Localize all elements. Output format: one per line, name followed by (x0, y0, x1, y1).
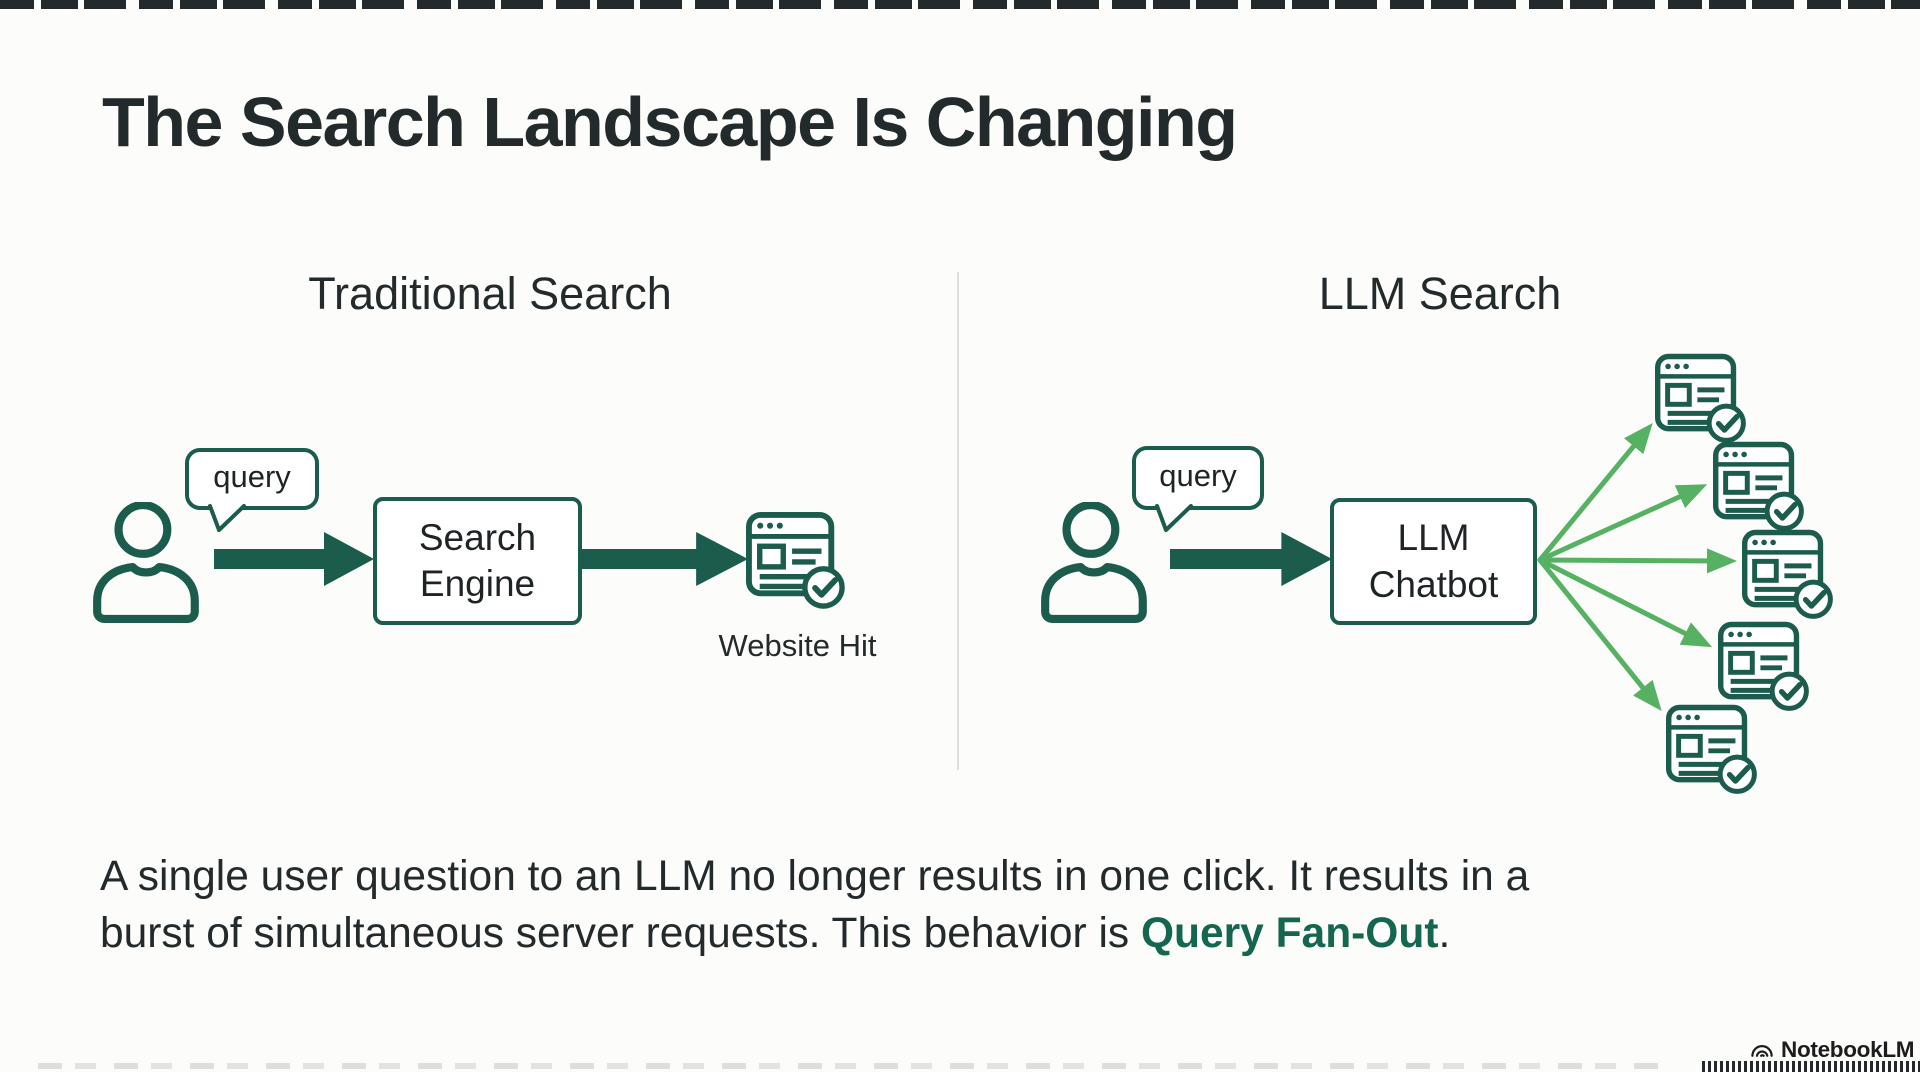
search-engine-label-line1: Search (418, 516, 537, 558)
query-fan-out-highlight: Query Fan-Out (1140, 910, 1439, 957)
website-hit-icon (746, 510, 846, 610)
llm-chatbot-label-line1: LLM (1397, 517, 1470, 559)
llm-chatbot-label-line2: Chatbot (1368, 563, 1499, 605)
query-speech-bubble: query (185, 448, 319, 532)
cropped-text-bottom-right-strip (1702, 1061, 1920, 1072)
website-hit-icon (1713, 440, 1805, 532)
cropped-text-bottom-strip (38, 1063, 1668, 1069)
arrow-user-to-llm-chatbot-icon (1170, 528, 1332, 590)
caption-text: A single user question to an LLM no long… (100, 848, 1800, 962)
speech-bubble-tail-icon (208, 503, 246, 532)
query-fanout-arrows-icon (1537, 423, 1737, 712)
traditional-search-heading: Traditional Search (308, 268, 672, 319)
user-icon (92, 502, 204, 624)
llm-search-heading: LLM Search (1318, 268, 1562, 319)
search-engine-box: Search Engine (373, 497, 582, 625)
arrow-search-engine-to-website-icon (582, 528, 748, 590)
query-label: query (1159, 458, 1237, 493)
arrow-user-to-search-engine-icon (214, 528, 374, 590)
notebooklm-label: NotebookLM (1781, 1037, 1915, 1062)
caption-line2-prefix: burst of simultaneous server requests. T… (100, 910, 1141, 957)
website-hit-icon (1666, 703, 1758, 795)
speech-bubble-tail-icon (1155, 503, 1193, 532)
search-engine-label-line2: Engine (419, 563, 536, 604)
llm-chatbot-box: LLM Chatbot (1330, 498, 1537, 625)
user-icon (1040, 502, 1152, 624)
query-label: query (213, 459, 291, 494)
cropped-text-top-strip (0, 0, 1920, 9)
website-hit-icon (1742, 528, 1834, 620)
notebooklm-logo-icon (1751, 1045, 1773, 1057)
caption-line2-suffix: . (1438, 910, 1451, 957)
caption-line1: A single user question to an LLM no long… (100, 853, 1530, 900)
query-speech-bubble: query (1132, 446, 1264, 532)
website-hit-icon (1655, 352, 1747, 444)
website-hit-icon (1718, 620, 1810, 712)
page-title: The Search Landscape Is Changing (102, 83, 1238, 161)
panel-divider (957, 272, 959, 770)
notebooklm-brand: NotebookLM (1750, 1037, 1915, 1063)
website-hit-label: Website Hit (718, 628, 877, 663)
